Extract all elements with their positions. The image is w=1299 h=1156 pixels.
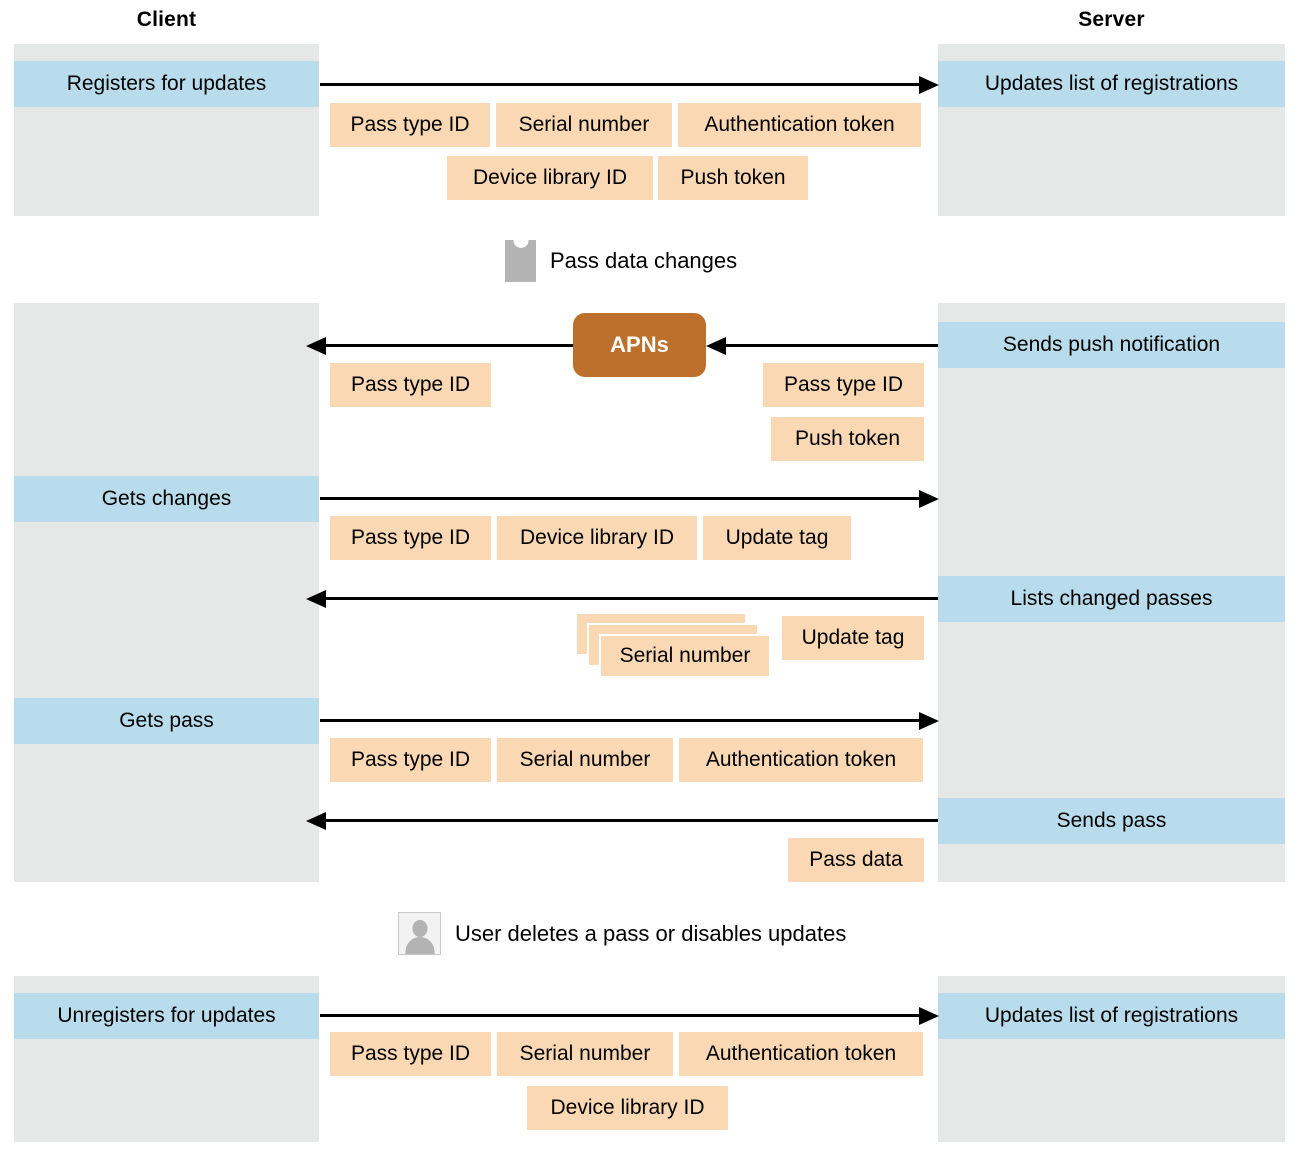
card-pass-data: Pass data <box>788 838 924 882</box>
client-column-title: Client <box>136 8 197 31</box>
server-action-sends-push-notification: Sends push notification <box>938 322 1285 368</box>
arrow-gets-pass <box>320 719 920 722</box>
arrow-apns-to-client <box>326 344 573 347</box>
arrow-server-to-apns <box>726 344 938 347</box>
user-icon-body <box>405 937 434 954</box>
divider-user-deletes-pass: User deletes a pass or disables updates <box>398 912 846 955</box>
pass-icon <box>505 240 536 282</box>
arrow-head-unregister <box>919 1006 939 1025</box>
card-serial-number-gets-pass: Serial number <box>497 738 673 782</box>
card-pass-type-id-gets-changes: Pass type ID <box>330 516 491 560</box>
arrow-head-server-to-apns <box>706 336 726 355</box>
arrow-head-sends-pass <box>306 811 326 830</box>
arrow-head-register <box>919 75 939 94</box>
server-column-title: Server <box>1078 8 1145 31</box>
user-icon <box>398 912 441 955</box>
card-update-tag-gets-changes: Update tag <box>703 516 851 560</box>
card-push-token-apns-server: Push token <box>771 417 924 461</box>
server-action-sends-pass: Sends pass <box>938 798 1285 844</box>
server-action-updates-list-registrations-1: Updates list of registrations <box>938 61 1285 107</box>
card-update-tag-changed: Update tag <box>782 616 924 660</box>
divider-pass-data-changes: Pass data changes <box>505 240 737 282</box>
arrow-head-apns-to-client <box>306 336 326 355</box>
divider-label-pass-data-changes: Pass data changes <box>550 248 738 273</box>
server-action-lists-changed-passes: Lists changed passes <box>938 576 1285 622</box>
arrow-register <box>320 83 920 86</box>
client-lane-main <box>14 303 319 882</box>
arrow-gets-changes <box>320 497 920 500</box>
arrow-head-gets-changes <box>919 489 939 508</box>
card-pass-type-id-register: Pass type ID <box>330 103 490 147</box>
card-pass-type-id-apns-client: Pass type ID <box>330 363 491 407</box>
arrow-sends-pass <box>326 819 938 822</box>
divider-label-user-deletes-pass: User deletes a pass or disables updates <box>455 920 847 946</box>
client-action-gets-changes: Gets changes <box>14 476 319 522</box>
client-action-registers-for-updates: Registers for updates <box>14 61 319 107</box>
card-pass-type-id-unregister: Pass type ID <box>330 1032 491 1076</box>
card-serial-number-unregister: Serial number <box>497 1032 673 1076</box>
card-serial-number-register: Serial number <box>496 103 672 147</box>
card-authentication-token-unregister: Authentication token <box>679 1032 923 1076</box>
card-authentication-token-register: Authentication token <box>678 103 921 147</box>
card-device-library-id-register: Device library ID <box>447 156 653 200</box>
card-authentication-token-gets-pass: Authentication token <box>679 738 923 782</box>
client-action-gets-pass: Gets pass <box>14 698 319 744</box>
arrow-head-lists-changed-passes <box>306 589 326 608</box>
card-device-library-id-unregister: Device library ID <box>527 1086 728 1130</box>
arrow-unregister <box>320 1014 920 1017</box>
client-action-unregisters-for-updates: Unregisters for updates <box>14 993 319 1039</box>
arrow-head-gets-pass <box>919 711 939 730</box>
arrow-lists-changed-passes <box>326 597 938 600</box>
card-device-library-id-gets-changes: Device library ID <box>497 516 697 560</box>
user-icon-head <box>412 920 427 937</box>
server-action-updates-list-registrations-2: Updates list of registrations <box>938 993 1285 1039</box>
apns-node: APNs <box>573 313 706 377</box>
card-pass-type-id-apns-server: Pass type ID <box>763 363 924 407</box>
card-stack-serial-number: Serial number <box>575 612 775 678</box>
card-push-token-register: Push token <box>658 156 808 200</box>
card-pass-type-id-gets-pass: Pass type ID <box>330 738 491 782</box>
card-serial-number-changed: Serial number <box>599 634 771 678</box>
